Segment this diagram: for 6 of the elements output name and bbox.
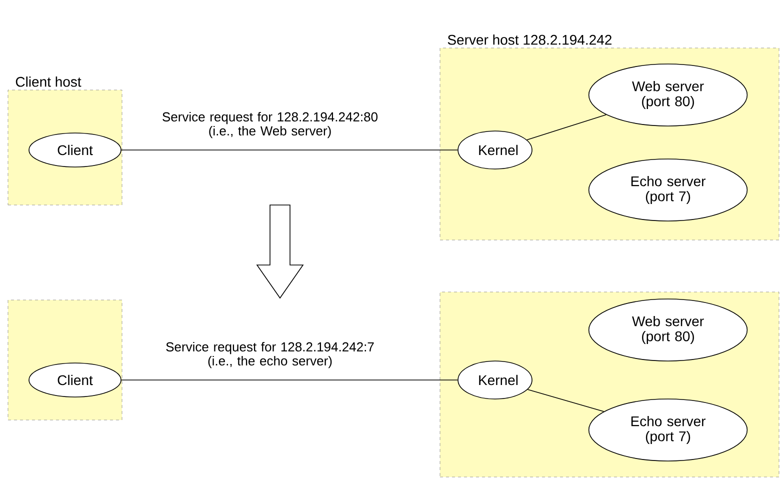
edge-label: Service request for 128.2.194.242:7 (i.e., the echo server) bbox=[166, 342, 374, 368]
node-label: Server host 128.2.194.242 bbox=[448, 34, 612, 45]
node-label: Client host bbox=[16, 76, 82, 87]
edge-label: Service request for 128.2.194.242:80 (i.e., the Web server) bbox=[162, 112, 378, 138]
connector-line bbox=[527, 389, 604, 412]
connector-line bbox=[526, 114, 606, 140]
